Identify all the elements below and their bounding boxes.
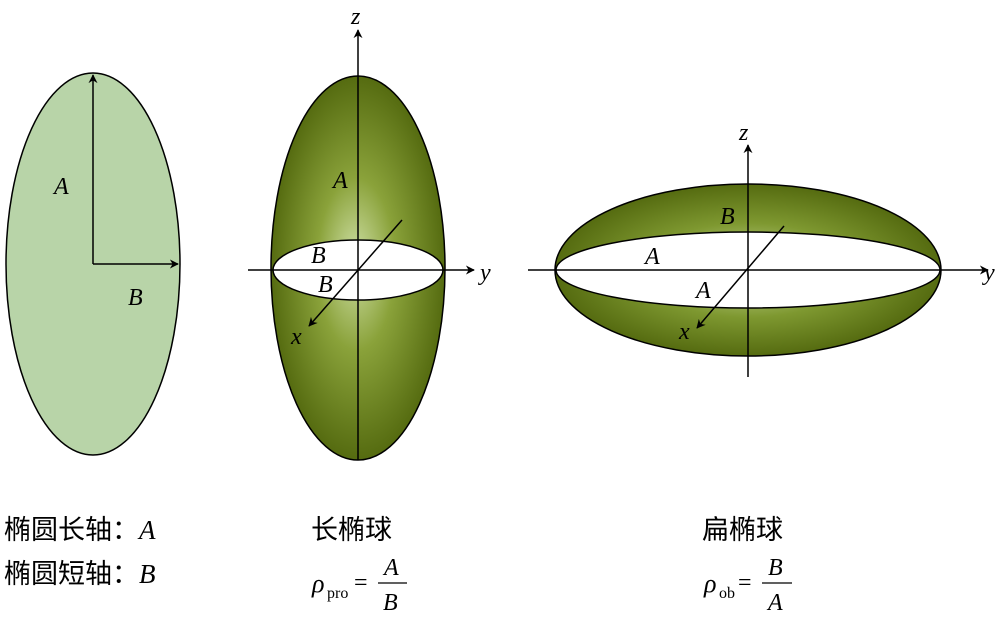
caption-minor-text: 椭圆短轴： (4, 559, 139, 589)
major-axis-label: A (52, 174, 69, 200)
oblate-label-B: B (720, 204, 735, 230)
caption-minor-var: B (139, 559, 156, 589)
prolate-caption: 长椭球 (311, 515, 392, 545)
oblate-caption: 扁椭球 (702, 515, 783, 545)
prolate-rho-subscript: pro (327, 585, 348, 602)
oblate-label-A-lower: A (694, 278, 711, 304)
caption-major-var: A (137, 515, 156, 545)
oblate-numerator: B (768, 555, 783, 581)
prolate-denominator: B (383, 590, 398, 616)
oblate-label-A-upper: A (643, 244, 660, 270)
ellipse-panel: A B 椭圆长轴：A 椭圆短轴：B (4, 72, 181, 589)
oblate-z-label: z (738, 120, 749, 146)
oblate-panel: z y x B A A 扁椭球 ρ ob = B A (528, 120, 995, 616)
oblate-y-label: y (982, 260, 995, 286)
oblate-x-label: x (678, 319, 690, 345)
oblate-rho: ρ (703, 569, 716, 598)
ellipse-caption-line1: 椭圆长轴：A (4, 515, 156, 545)
oblate-denominator: A (766, 590, 783, 616)
prolate-equals: = (354, 570, 368, 596)
oblate-equals: = (738, 570, 752, 596)
prolate-formula: ρ pro = A B (311, 555, 407, 616)
prolate-z-label: z (350, 4, 361, 30)
oblate-x-axis (696, 225, 785, 329)
oblate-rho-subscript: ob (719, 585, 735, 602)
prolate-panel: z y x A B B 长椭球 ρ pro = A B (248, 4, 491, 616)
prolate-x-axis (308, 219, 403, 327)
prolate-label-B-upper: B (311, 243, 326, 269)
prolate-rho: ρ (311, 569, 324, 598)
ellipse-caption-line2: 椭圆短轴：B (4, 559, 156, 589)
prolate-label-A: A (331, 168, 348, 194)
oblate-formula: ρ ob = B A (703, 555, 792, 616)
minor-axis-label: B (128, 285, 143, 311)
prolate-x-label: x (290, 324, 302, 350)
prolate-y-label: y (478, 260, 491, 286)
prolate-label-B-lower: B (318, 272, 333, 298)
caption-major-text: 椭圆长轴： (4, 515, 139, 545)
prolate-numerator: A (382, 555, 399, 581)
